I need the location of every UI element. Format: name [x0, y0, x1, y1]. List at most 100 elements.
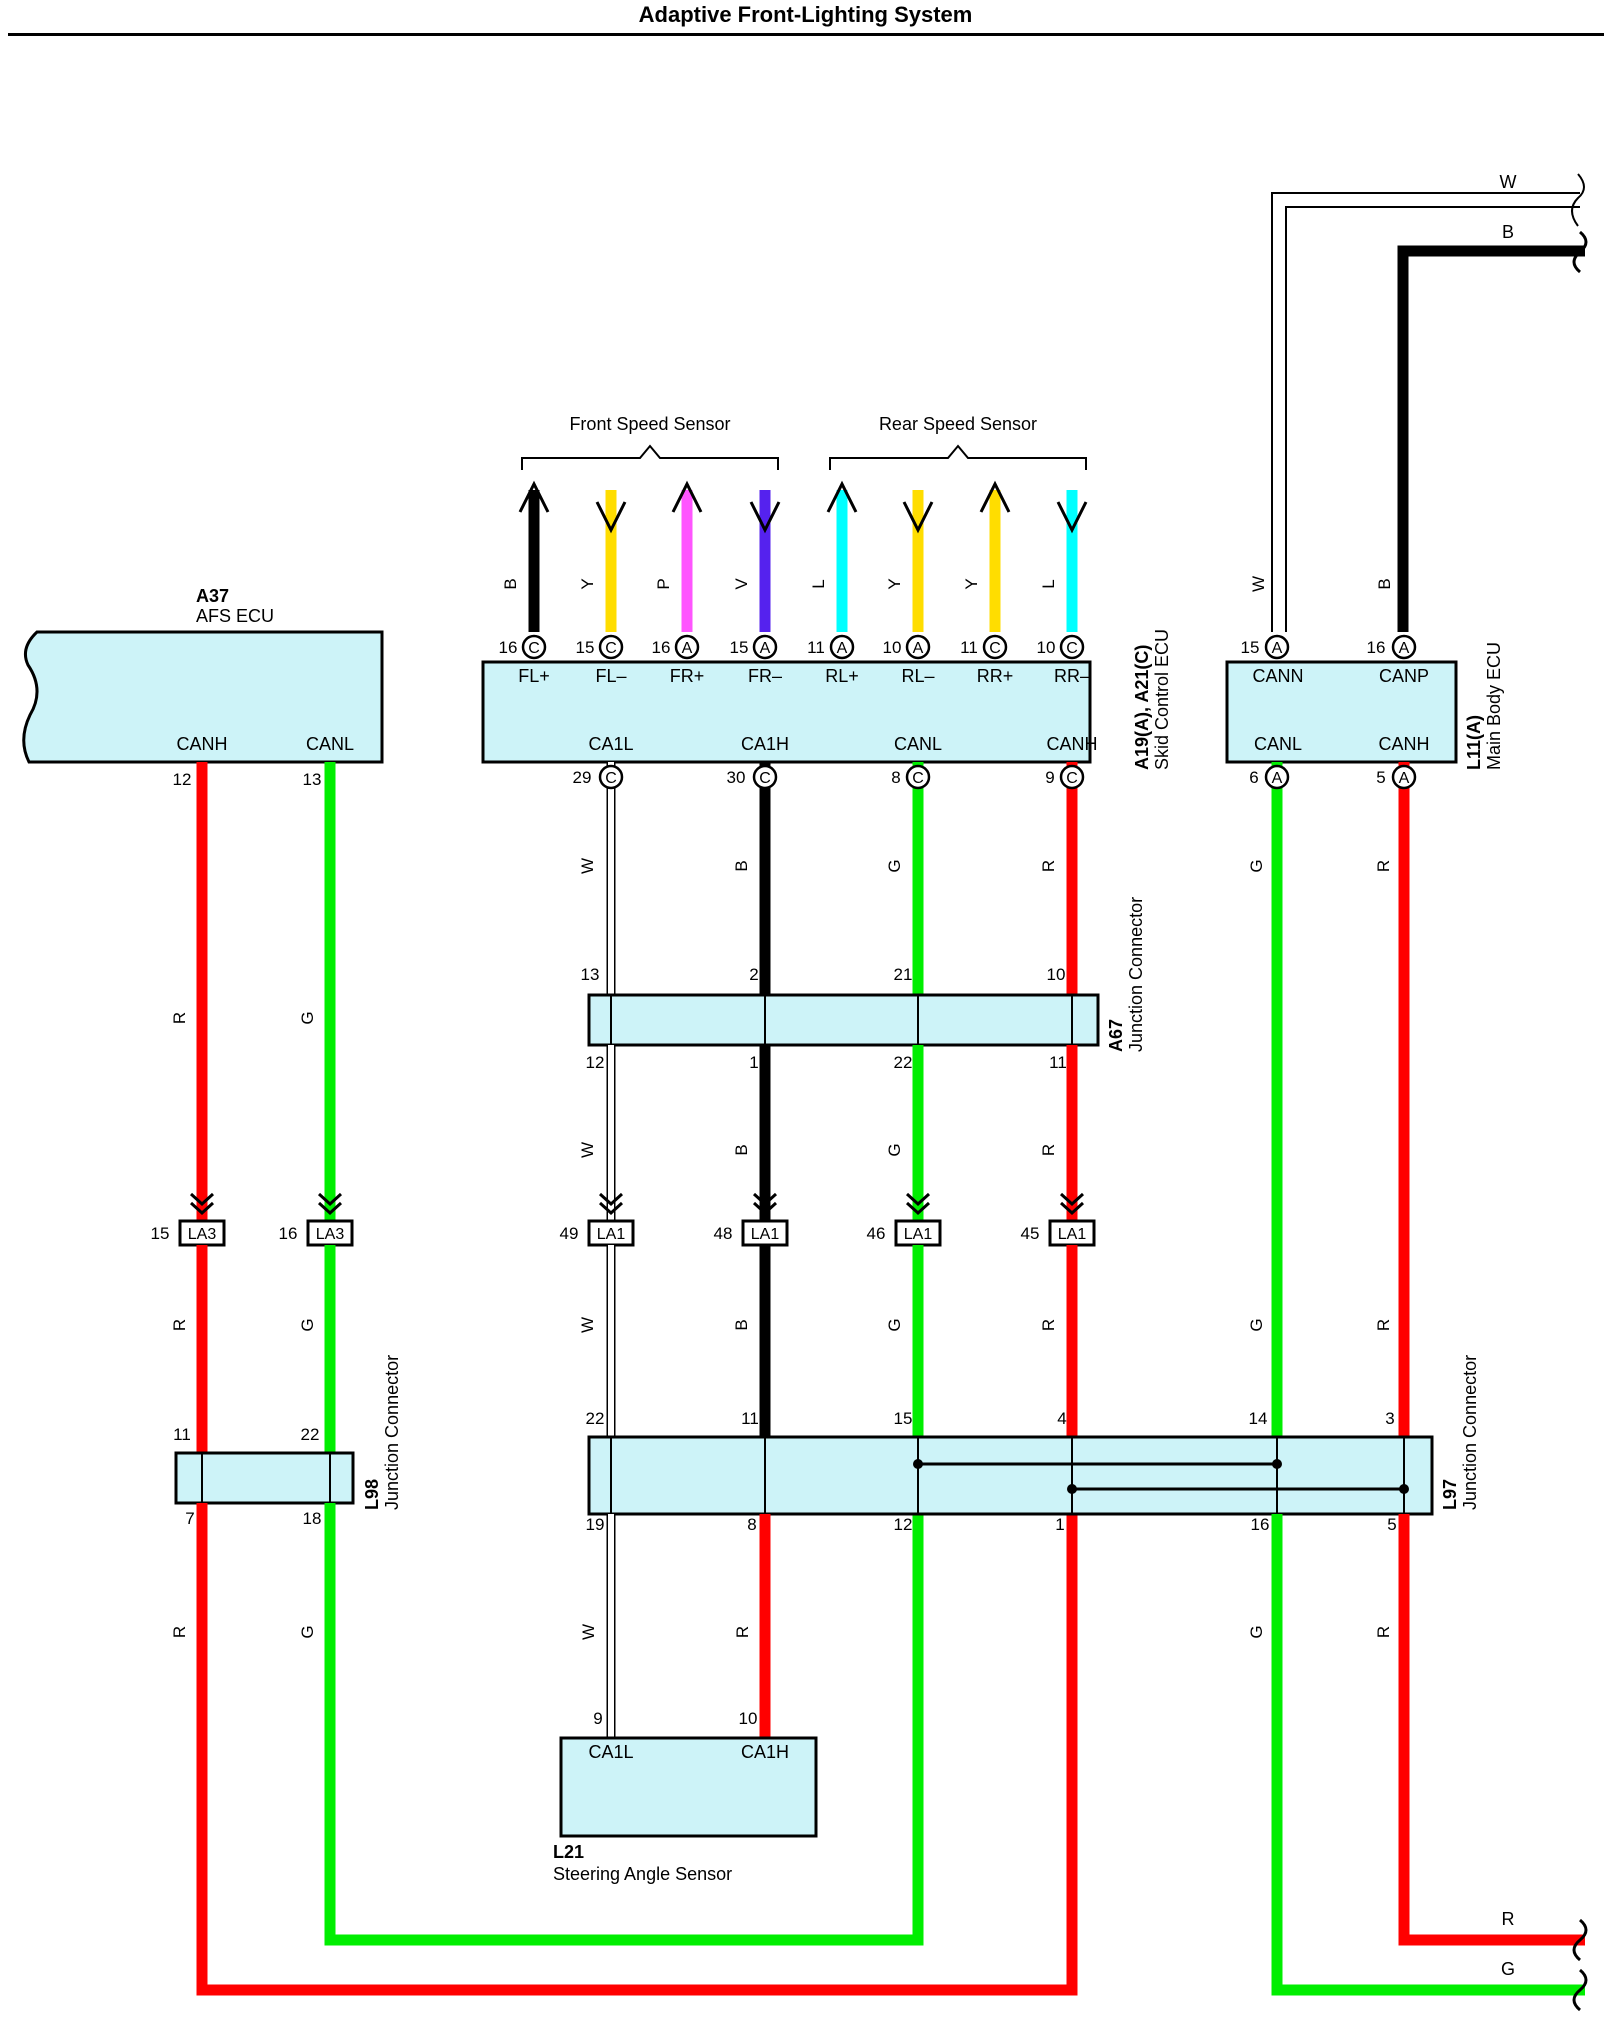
wire-color-label: G [298, 1625, 317, 1638]
arrow-up-icon [979, 480, 1011, 513]
wire-bottom-red [196, 1503, 1078, 1996]
pin-number: 1 [1055, 1515, 1064, 1534]
terminal-letter: A [837, 640, 848, 657]
inline-connector-chevron [752, 1201, 778, 1216]
pin-number: 15 [730, 638, 749, 657]
terminal-circle [752, 634, 778, 660]
skid-ecu-box [481, 660, 1092, 764]
skid-pin-top: FL– [595, 666, 626, 686]
wire-color-label: G [885, 1143, 904, 1156]
pin-number: 7 [185, 1509, 194, 1528]
splice-dot [1067, 1484, 1077, 1494]
pin-number: 9 [1045, 768, 1054, 787]
wire-color-label: B [732, 1144, 751, 1155]
afs-ecu-box [22, 630, 384, 764]
wire-color-label: L [1039, 579, 1058, 588]
terminal-circle [982, 634, 1008, 660]
pin-number: 4 [1057, 1409, 1066, 1428]
main-body-ecu-box [1225, 660, 1458, 764]
afs-ecu-id: A37 [196, 586, 229, 606]
inline-connector-label: LA1 [1058, 1226, 1087, 1243]
skid-pin-bottom: CA1L [588, 734, 633, 754]
wire-color-label: B [1375, 578, 1394, 589]
sas-pin-ca1h: CA1H [741, 1742, 789, 1762]
pin-number: 10 [739, 1709, 758, 1728]
pin-number: 15 [576, 638, 595, 657]
arrow-up-icon [826, 480, 858, 513]
pin-number: 49 [560, 1224, 579, 1243]
terminal-letter: C [912, 770, 924, 787]
pin-number: 5 [1387, 1515, 1396, 1534]
wire-w-inner [1285, 206, 1580, 632]
wire-color-label: B [732, 1319, 751, 1330]
inline-connector-label: LA3 [188, 1226, 217, 1243]
pin-number: 3 [1385, 1409, 1394, 1428]
skid-pin-bottom: CANH [1046, 734, 1097, 754]
inline-connector-chevron [317, 1201, 343, 1216]
inline-connector-chevron [1059, 1201, 1085, 1216]
wire-color-label: W [1249, 576, 1268, 592]
a67-id: A67 [1106, 1019, 1126, 1052]
terminal-circle [1391, 764, 1417, 790]
pin-number: 15 [151, 1224, 170, 1243]
terminal-circle [521, 634, 547, 660]
terminal-letter: C [1066, 770, 1078, 787]
title-rule [8, 33, 1604, 36]
skid-pin-top: RL+ [825, 666, 859, 686]
arrow-down-icon [595, 501, 627, 534]
terminal-letter: C [989, 640, 1001, 657]
inline-connector-label: LA1 [597, 1226, 626, 1243]
pin-number: 2 [749, 965, 758, 984]
wire-color-label: G [1247, 1625, 1266, 1638]
terminal-circle [598, 634, 624, 660]
wire-color-label: W [578, 1142, 597, 1158]
pin-number: 12 [894, 1515, 913, 1534]
wire-break-mark [1571, 173, 1585, 227]
wire-color-label: G [885, 859, 904, 872]
wire-color-label: Y [578, 578, 597, 589]
wire-break-mark [1572, 1968, 1588, 2012]
pin-number: 11 [807, 638, 825, 657]
l97-id: L97 [1440, 1479, 1460, 1510]
sas-id: L21 [553, 1842, 584, 1862]
mbe-pin-top: CANP [1379, 666, 1429, 686]
wire-color-label: R [170, 1319, 189, 1331]
inline-connector-box [894, 1219, 942, 1247]
terminal-letter: C [528, 640, 540, 657]
pin-number: 16 [652, 638, 671, 657]
wire-color-label: Y [962, 578, 981, 589]
pin-number: 12 [173, 770, 192, 789]
wire-color-label: W [578, 858, 597, 874]
pin-number: 22 [894, 1053, 913, 1072]
terminal-circle [1059, 764, 1085, 790]
wire-color-label: V [732, 578, 751, 590]
pin-number: 22 [586, 1409, 605, 1428]
arrow-down-icon [902, 501, 934, 534]
group-label-front: Front Speed Sensor [569, 414, 730, 434]
inline-connector-chevron [189, 1201, 215, 1216]
pin-number: 1 [749, 1053, 758, 1072]
inline-connector-chevron [317, 1192, 343, 1207]
terminal-circle [905, 634, 931, 660]
pin-number: 48 [714, 1224, 733, 1243]
pin-number: 16 [279, 1224, 298, 1243]
pin-number: 13 [581, 965, 600, 984]
inline-connector-box [178, 1219, 226, 1247]
terminal-circle [829, 634, 855, 660]
inline-connector-chevron [189, 1192, 215, 1207]
skid-pin-bottom: CA1H [741, 734, 789, 754]
wire-color-label: R [1374, 860, 1393, 872]
inline-connector-chevron [905, 1201, 931, 1216]
pin-number: 22 [301, 1425, 320, 1444]
terminal-circle [1264, 764, 1290, 790]
wire-color-label: B [732, 860, 751, 871]
wire-color-label: G [885, 1318, 904, 1331]
wire-color-label: Y [885, 578, 904, 589]
terminal-letter: A [760, 640, 771, 657]
splice-dot [1272, 1459, 1282, 1469]
wire-color-label: G [298, 1011, 317, 1024]
pin-number: 10 [883, 638, 902, 657]
wire-color-label: R [170, 1012, 189, 1024]
pin-number: 46 [867, 1224, 886, 1243]
